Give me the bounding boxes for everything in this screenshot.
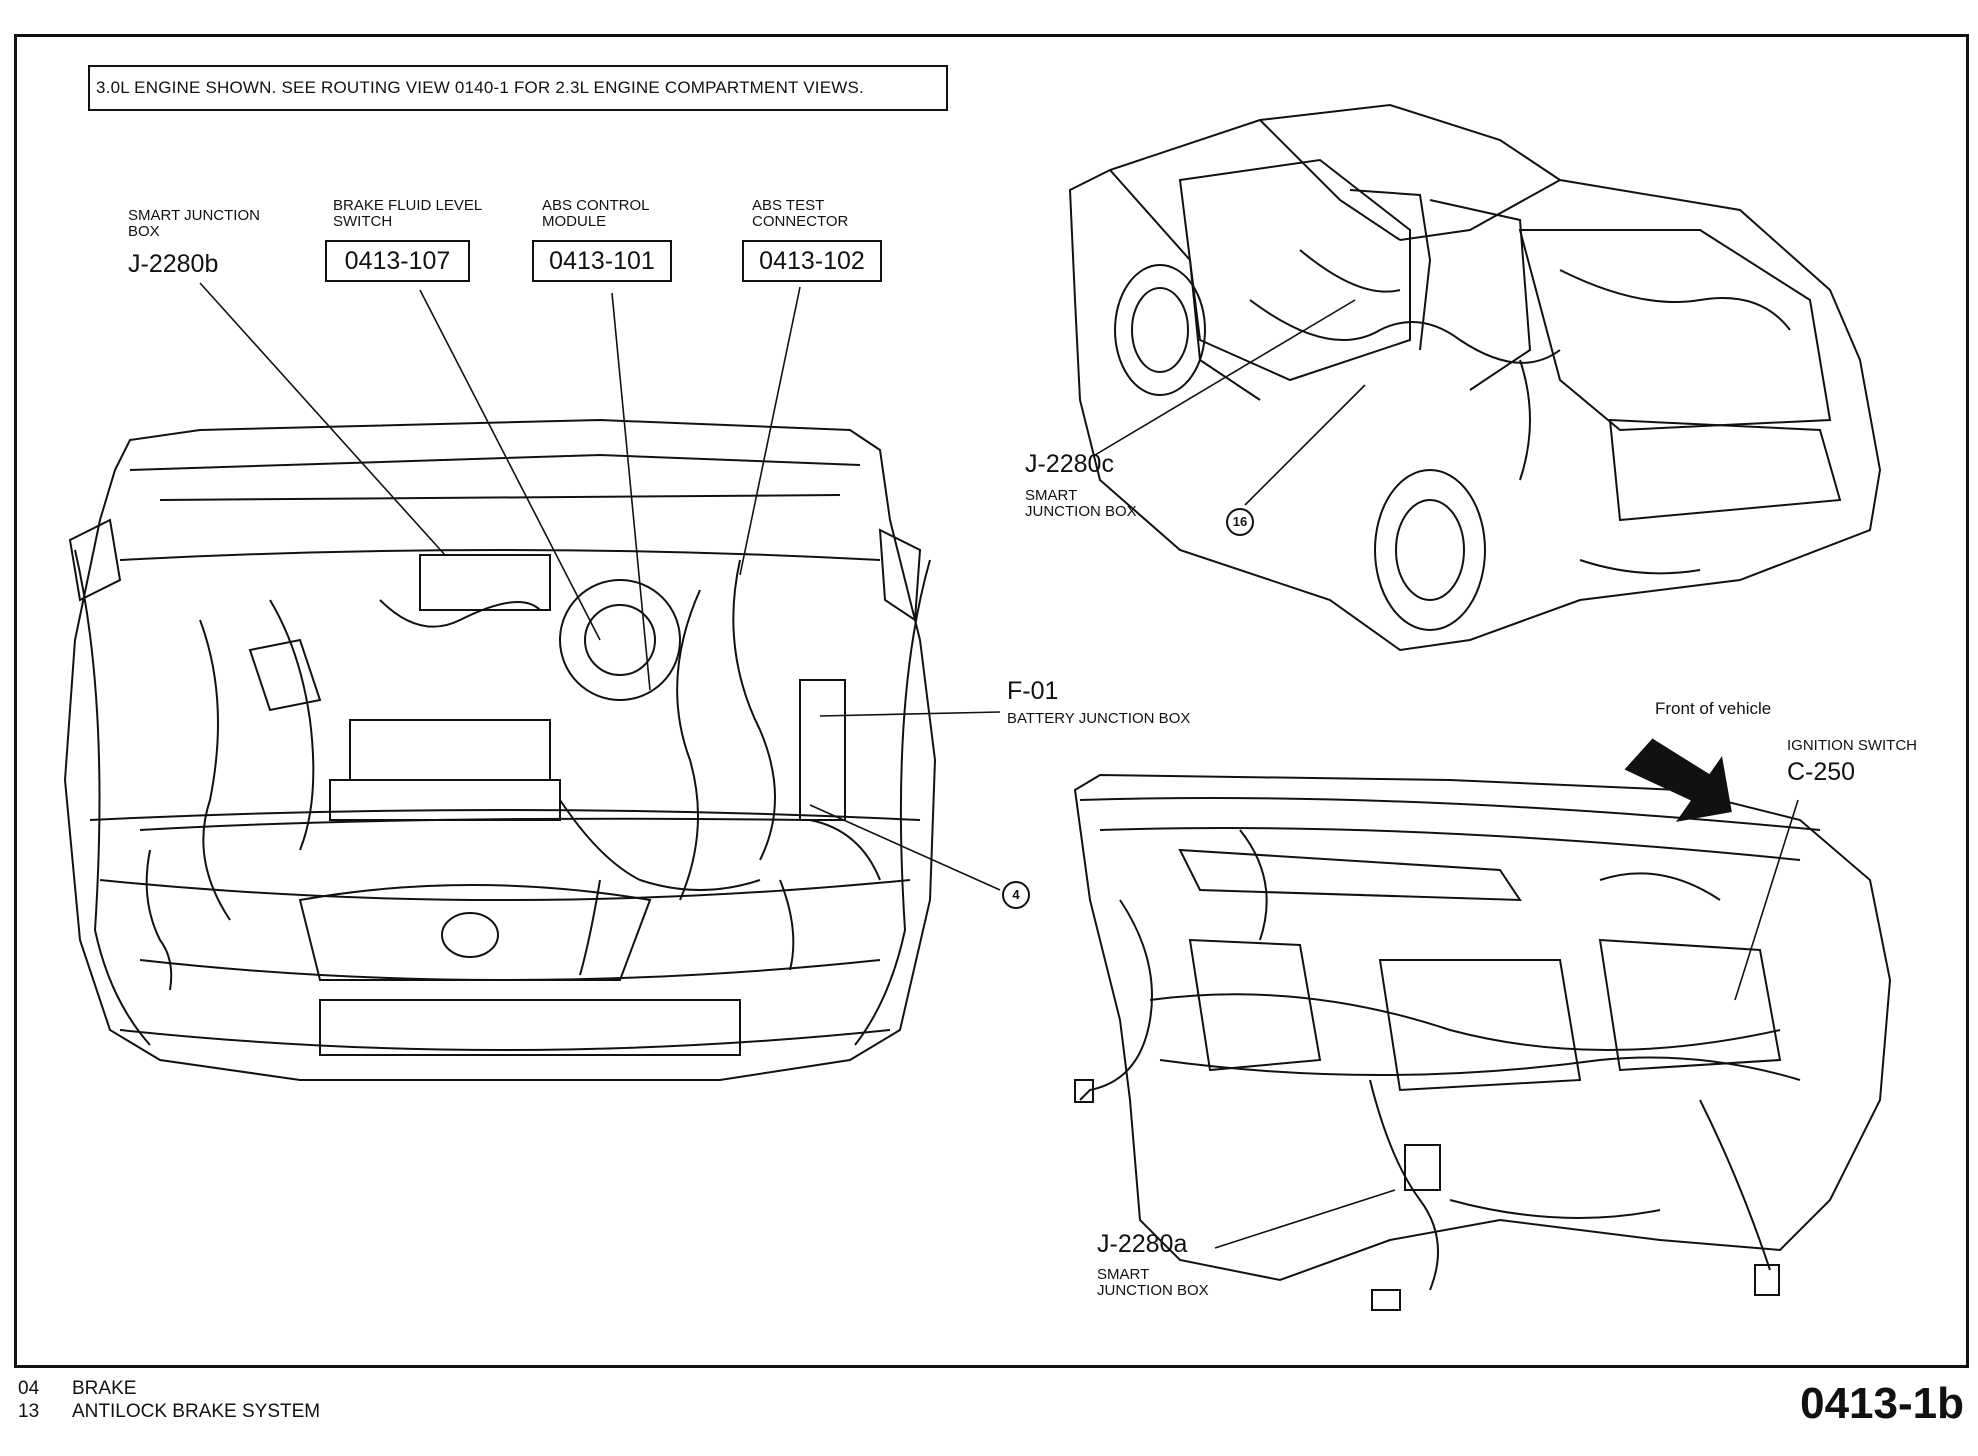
abs-test-connector-label: ABS TEST CONNECTOR	[752, 197, 849, 230]
abs-control-module-code: 0413-101	[532, 240, 672, 282]
front-of-vehicle-label: Front of vehicle	[1655, 699, 1772, 718]
footer-subsection-title: ANTILOCK BRAKE SYSTEM	[72, 1401, 321, 1422]
smart-junction-box-c-code: J-2280c	[1025, 450, 1114, 478]
smart-junction-box-b-code: J-2280b	[128, 250, 219, 278]
front-arrow-icon	[1624, 738, 1732, 822]
footer-subsection-number: 13	[18, 1401, 40, 1422]
leader-lines	[199, 282, 1799, 1249]
header-note: 3.0L ENGINE SHOWN. SEE ROUTING VIEW 0140…	[88, 65, 948, 111]
engine-compartment-drawing	[63, 418, 937, 1081]
battery-junction-box-code: F-01	[1007, 677, 1059, 705]
smart-junction-box-b-label: SMART JUNCTION BOX	[128, 207, 260, 240]
smart-junction-box-a-code: J-2280a	[1097, 1230, 1188, 1258]
abs-test-connector-code: 0413-102	[742, 240, 882, 282]
ignition-switch-label: IGNITION SWITCH	[1787, 737, 1917, 754]
ignition-switch-code: C-250	[1787, 758, 1856, 786]
footer-section-number: 04	[18, 1378, 40, 1399]
brake-fluid-switch-code: 0413-107	[325, 240, 470, 282]
reference-circle-16: 16	[1226, 508, 1254, 536]
diagram-frame	[14, 34, 1969, 1368]
battery-junction-box-label: BATTERY JUNCTION BOX	[1007, 710, 1191, 727]
instrument-panel-drawing	[1073, 773, 1892, 1311]
vehicle-rear-drawing	[1068, 103, 1882, 652]
footer-section-title: BRAKE	[72, 1378, 137, 1399]
smart-junction-box-a-label: SMART JUNCTION BOX	[1097, 1266, 1209, 1299]
page-number: 0413-1b	[1800, 1379, 1964, 1428]
abs-control-module-label: ABS CONTROL MODULE	[542, 197, 649, 230]
reference-circle-4: 4	[1002, 881, 1030, 909]
smart-junction-box-c-label: SMART JUNCTION BOX	[1025, 487, 1137, 520]
brake-fluid-switch-label: BRAKE FLUID LEVEL SWITCH	[333, 197, 482, 230]
